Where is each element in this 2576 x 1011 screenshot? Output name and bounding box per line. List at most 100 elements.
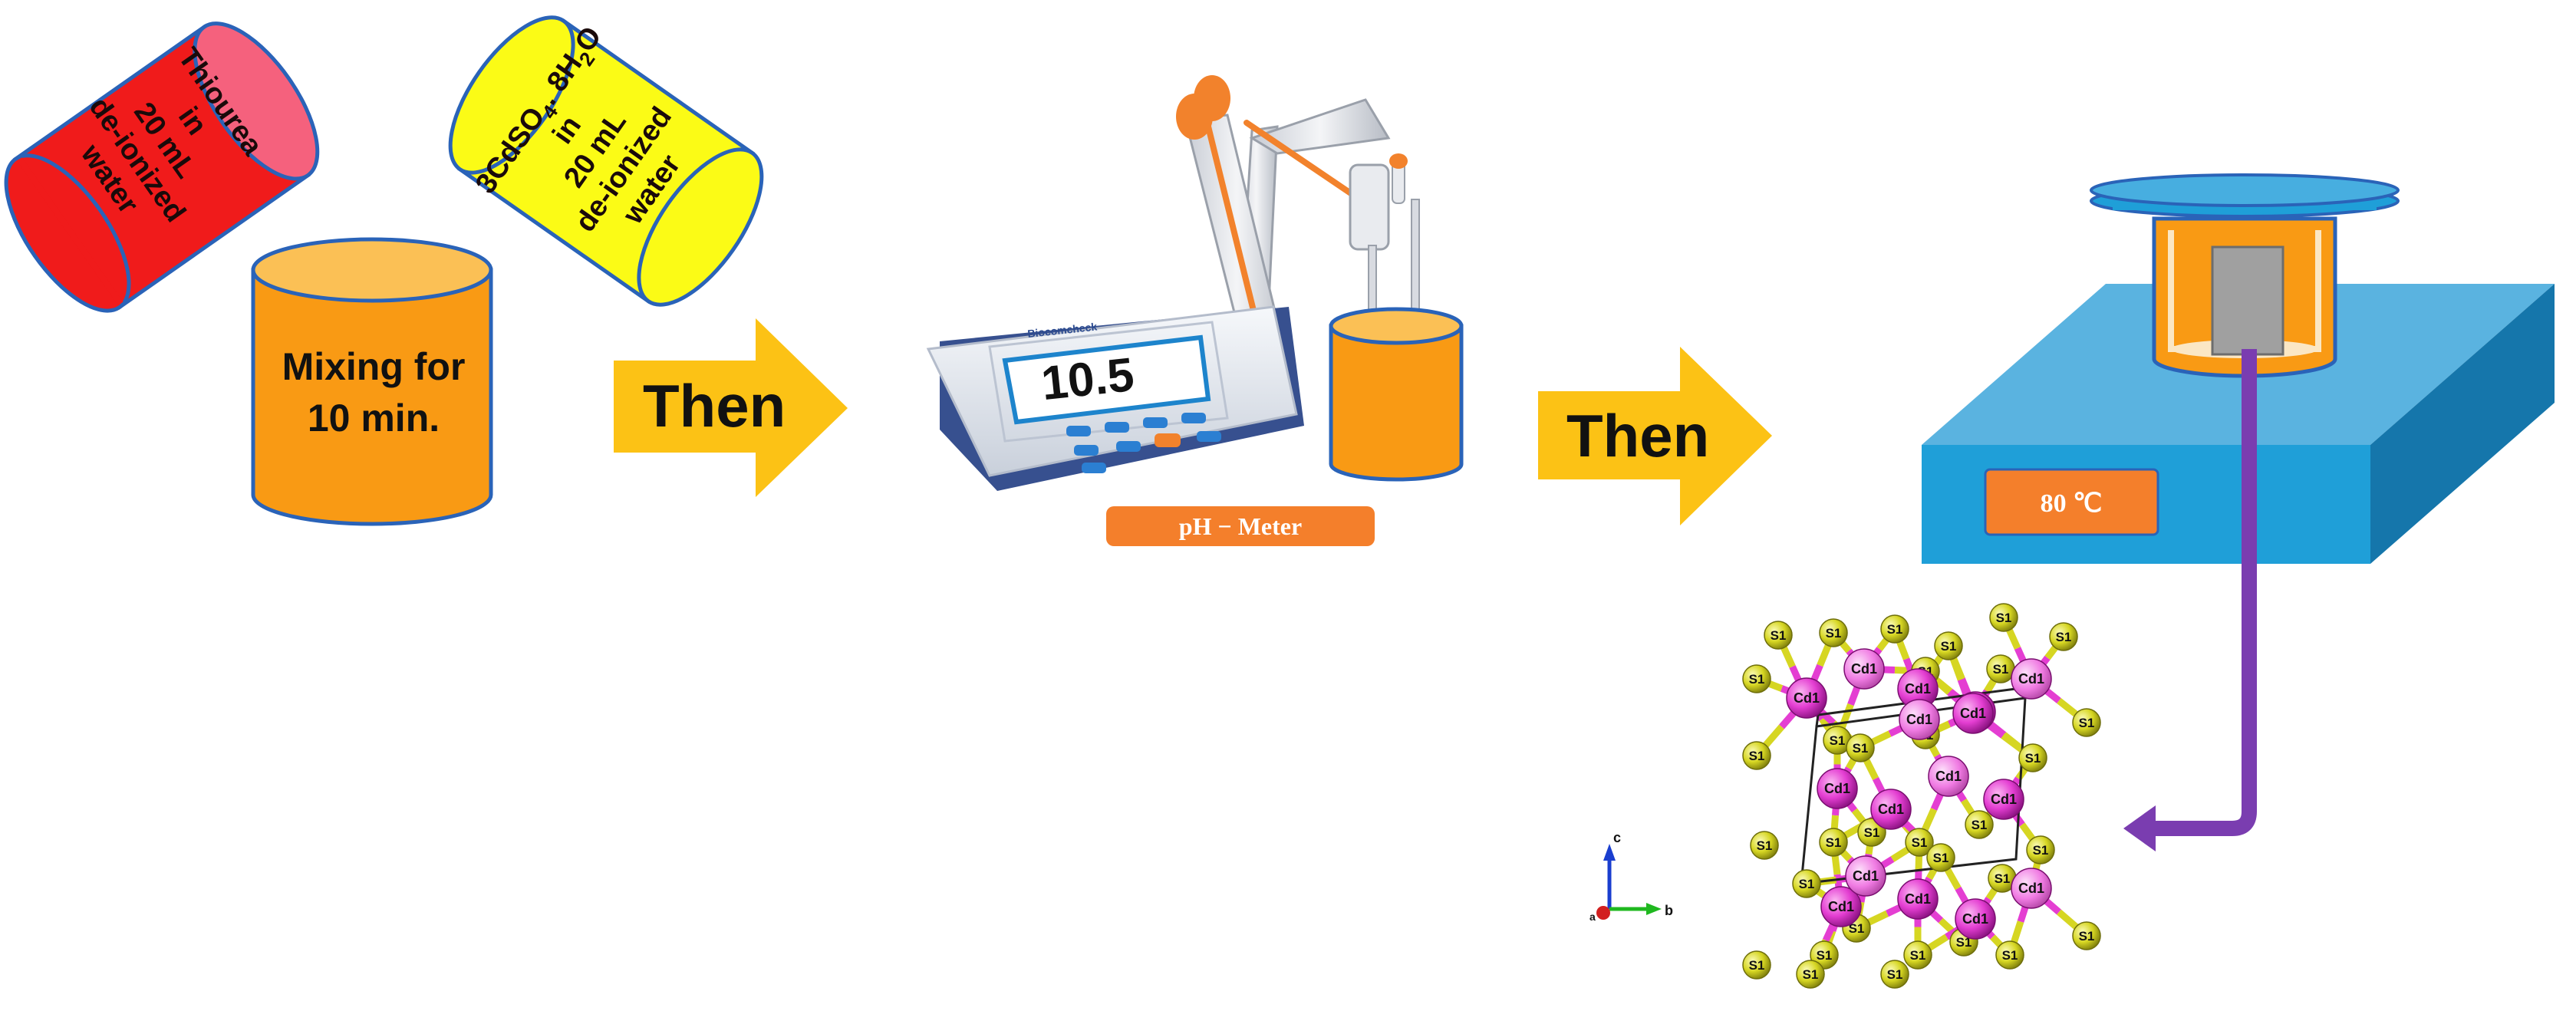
mixing-beaker (251, 237, 493, 526)
sulfur-label: S1 (1995, 871, 2011, 886)
cadmium-atom: Cd1 (1843, 648, 1885, 690)
thiourea-beaker (4, 21, 320, 313)
autoclave (2090, 173, 2400, 378)
sulfur-label: S1 (1996, 611, 2012, 625)
cadmium-atom: Cd1 (1899, 699, 1940, 740)
cadmium-atom: Cd1 (1928, 756, 1969, 797)
cadmium-atom: Cd1 (1870, 789, 1912, 830)
cadmium-atom: Cd1 (1952, 693, 1994, 734)
axis-b-label: b (1665, 903, 1673, 918)
sulfur-atom: S1 (1989, 603, 2018, 632)
sulfur-label: S1 (1749, 958, 1765, 973)
cadmium-label: Cd1 (1853, 868, 1879, 884)
sulfur-label: S1 (2002, 948, 2018, 963)
sulfur-label: S1 (1972, 818, 1988, 832)
sulfur-label: S1 (1826, 835, 1842, 850)
cadmium-label: Cd1 (1905, 891, 1931, 907)
sulfur-label: S1 (2079, 929, 2095, 943)
sulfur-label: S1 (1749, 672, 1765, 687)
ph-beaker (1329, 307, 1464, 482)
cadmium-label: Cd1 (1962, 911, 1988, 927)
sulfur-label: S1 (1956, 935, 1972, 950)
sulfur-atom: S1 (1742, 741, 1771, 770)
sulfur-label: S1 (1830, 733, 1846, 748)
then-label-2: Then (1566, 402, 1709, 469)
sulfur-atom: S1 (1792, 869, 1821, 898)
temperature-label: 80 ℃ (2041, 489, 2103, 518)
cadmium-label: Cd1 (1824, 781, 1850, 796)
sulfur-atom: S1 (1926, 843, 1955, 872)
sulfur-atom: S1 (1965, 810, 1994, 839)
sulfur-atom: S1 (1742, 950, 1771, 980)
sulfur-label: S1 (1853, 741, 1869, 756)
sulfur-atom: S1 (1764, 621, 1793, 650)
sulfur-label: S1 (1849, 921, 1865, 936)
sulfur-label: S1 (1799, 877, 1815, 891)
sulfur-label: S1 (1933, 851, 1949, 865)
sulfur-label: S1 (2033, 843, 2049, 858)
sulfur-label: S1 (1912, 835, 1928, 850)
sulfur-atom: S1 (1819, 828, 1848, 857)
mixing-line-2: 10 min. (308, 397, 440, 440)
sulfur-label: S1 (1803, 967, 1819, 982)
sulfur-label: S1 (1817, 948, 1833, 963)
sulfur-atom: S1 (1903, 940, 1932, 970)
cdso4-beaker (448, 15, 764, 307)
sulfur-atom: S1 (1819, 618, 1848, 647)
sulfur-label: S1 (1910, 948, 1926, 963)
then-arrow-2 (1538, 347, 1772, 525)
axis-c-label: c (1613, 830, 1621, 845)
sulfur-atom: S1 (1796, 960, 1825, 989)
sulfur-atom: S1 (1988, 864, 2017, 893)
axis-a-label: a (1589, 911, 1596, 923)
cadmium-label: Cd1 (1991, 792, 2017, 807)
cadmium-label: Cd1 (1878, 802, 1904, 817)
cadmium-atom: Cd1 (1897, 878, 1939, 920)
cadmium-label: Cd1 (1935, 769, 1962, 784)
sulfur-label: S1 (1993, 662, 2009, 677)
cadmium-label: Cd1 (1960, 706, 1986, 721)
sulfur-label: S1 (1941, 639, 1957, 654)
product-arrow (2140, 349, 2257, 836)
ph-meter-label-box (1106, 506, 1375, 546)
cadmium-label: Cd1 (1905, 681, 1931, 697)
sulfur-atom: S1 (1742, 664, 1771, 693)
cadmium-label: Cd1 (1851, 661, 1877, 677)
ph-meter-label: pH − Meter (1179, 512, 1302, 540)
product-arrow-head (2123, 805, 2156, 851)
sulfur-label: S1 (2025, 751, 2041, 766)
sulfur-atom: S1 (1880, 960, 1909, 989)
cadmium-atom: Cd1 (1897, 668, 1939, 710)
sulfur-atom: S1 (1846, 733, 1875, 762)
sulfur-atom: S1 (1905, 828, 1934, 857)
ph-meter: Biocomcheck (926, 75, 1420, 491)
cadmium-atom: Cd1 (1983, 779, 2024, 820)
sulfur-atom: S1 (1823, 726, 1852, 755)
cadmium-atom: Cd1 (1817, 768, 1858, 809)
sulfur-label: S1 (1887, 967, 1903, 982)
cadmium-atom: Cd1 (2011, 658, 2052, 700)
sulfur-atom: S1 (2018, 743, 2047, 772)
sulfur-atom: S1 (2072, 921, 2101, 950)
sulfur-label: S1 (1771, 628, 1787, 643)
cadmium-label: Cd1 (2018, 881, 2044, 896)
sulfur-atom: S1 (1750, 831, 1779, 860)
cadmium-label: Cd1 (1906, 712, 1932, 727)
sulfur-atom: S1 (2072, 708, 2101, 737)
sulfur-label: S1 (1749, 749, 1765, 763)
sulfur-atom: S1 (2026, 835, 2055, 864)
then-arrow-1 (614, 318, 848, 497)
cadmium-label: Cd1 (1794, 690, 1820, 706)
sulfur-label: S1 (2079, 716, 2095, 730)
cadmium-atom: Cd1 (1955, 898, 1996, 940)
sulfur-label: S1 (2056, 630, 2072, 644)
sulfur-label: S1 (1757, 838, 1773, 853)
sulfur-atom: S1 (1934, 631, 1963, 660)
cadmium-label: Cd1 (2018, 671, 2044, 687)
sulfur-label: S1 (1887, 622, 1903, 637)
ph-reading: 10.5 (1039, 348, 1136, 410)
mixing-line-1: Mixing for (282, 345, 466, 388)
